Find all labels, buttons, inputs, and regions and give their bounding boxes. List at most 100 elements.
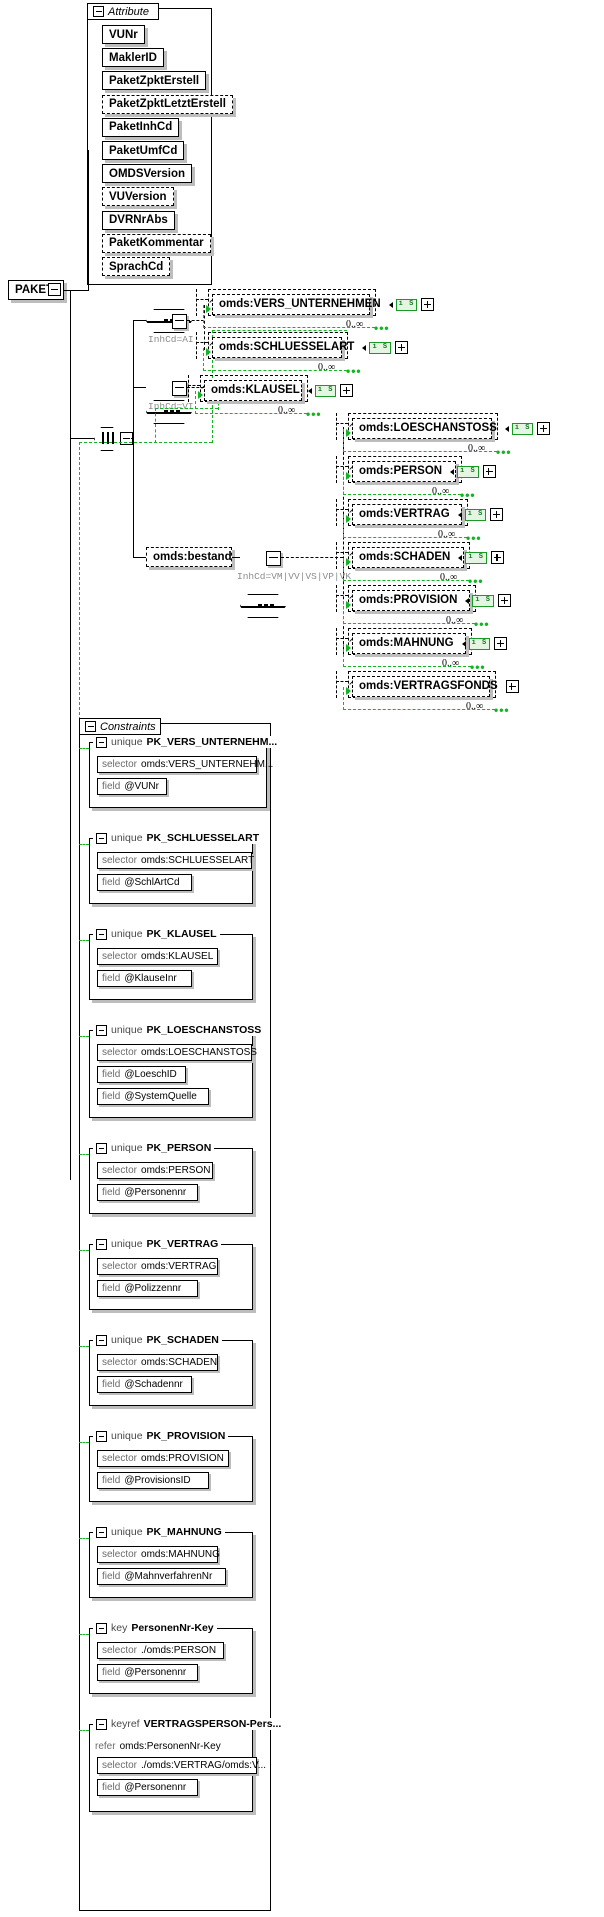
expand-icon[interactable] (395, 341, 409, 354)
collapse-icon[interactable] (96, 1238, 107, 1250)
element-ref-label: omds:LOESCHANSTOSS (359, 421, 497, 434)
collapse-icon[interactable] (96, 1024, 107, 1036)
attribute-paketumfcd[interactable]: PaketUmfCd (102, 141, 185, 160)
constraint-row-field[interactable]: field@LoeschID (97, 1066, 187, 1083)
choice-compositor[interactable] (94, 427, 120, 451)
expand-icon[interactable] (340, 384, 354, 397)
attribute-paketzpktletzterstell[interactable]: PaketZpktLetztErstell (102, 94, 233, 114)
expand-icon[interactable] (490, 551, 504, 564)
expand-icon[interactable] (490, 508, 504, 521)
constraint-row-key: field (102, 1187, 121, 1198)
type-badge: i S (369, 341, 392, 354)
type-badge: i S (472, 594, 495, 607)
sequence-compositor-bestand[interactable] (240, 594, 286, 618)
constraints-panel-header[interactable]: Constraints (79, 718, 161, 735)
constraint-row-field[interactable]: field@MahnverfahrenNr (97, 1568, 226, 1585)
collapse-icon[interactable] (96, 736, 107, 748)
expand-icon[interactable] (498, 594, 512, 607)
constraint-row-field[interactable]: field@Schadennr (97, 1376, 192, 1393)
green-route-arrow-icon (206, 348, 211, 356)
collapse-icon[interactable] (85, 721, 96, 732)
connector (188, 375, 189, 402)
collapse-icon[interactable] (96, 928, 107, 940)
expand-icon[interactable] (421, 298, 435, 311)
sequence-ai-collapse-icon[interactable] (172, 314, 187, 329)
sequence-vi-collapse-icon[interactable] (172, 381, 187, 396)
expand-icon[interactable] (537, 422, 551, 435)
constraint-kind: unique (111, 928, 143, 940)
constraint-row-selector[interactable]: selector./omds:PERSON (97, 1642, 224, 1659)
element-ref-omds-vertragsfonds[interactable]: omds:VERTRAGSFONDSi S (352, 676, 519, 697)
constraint-row-field[interactable]: field@Personennr (97, 1664, 198, 1681)
green-route (343, 601, 344, 624)
collapse-icon[interactable] (96, 1718, 107, 1730)
constraint-row-field[interactable]: field@VUNr (97, 778, 167, 795)
constraint-row-field[interactable]: field@Personennr (97, 1184, 198, 1201)
attribute-paketzpkterstell[interactable]: PaketZpktErstell (102, 71, 207, 91)
collapse-icon[interactable] (96, 1526, 107, 1538)
attribute-sprachcd[interactable]: SprachCd (102, 257, 171, 276)
attribute-paketkommentar[interactable]: PaketKommentar (102, 233, 211, 253)
constraint-row-value: @KlauseInr (124, 973, 177, 984)
attribute-paketinhcd[interactable]: PaketInhCd (102, 117, 180, 137)
expand-icon[interactable] (494, 637, 508, 650)
constraint-row-field[interactable]: field@SystemQuelle (97, 1088, 209, 1105)
constraint-row-field[interactable]: field@Personennr (97, 1779, 198, 1796)
constraint-row-selector[interactable]: selector./omds:VERTRAG/omds:V... (97, 1757, 266, 1774)
collapse-icon[interactable] (96, 1622, 107, 1634)
constraint-row-field[interactable]: field@Polizzennr (97, 1280, 198, 1297)
attribute-panel-header[interactable]: Attribute (87, 3, 159, 20)
connector (336, 595, 348, 596)
sequence-compositor-vi[interactable] (146, 400, 192, 424)
collapse-icon[interactable] (96, 1430, 107, 1442)
root-collapse-icon[interactable] (48, 283, 61, 296)
attribute-maklerid[interactable]: MaklerID (102, 48, 164, 68)
constraint-row-field[interactable]: field@ProvisionsID (97, 1472, 209, 1489)
constraint-row-field[interactable]: field@SchlArtCd (97, 874, 192, 891)
collapse-icon[interactable] (96, 832, 107, 844)
attribute-vuversion[interactable]: VUVersion (102, 187, 174, 207)
expand-icon[interactable] (505, 680, 519, 693)
attribute-vunr[interactable]: VUNr (102, 25, 145, 44)
collapse-icon[interactable] (96, 1142, 107, 1154)
collapse-icon[interactable] (96, 1334, 107, 1346)
refer-value: omds:PersonenNr-Key (119, 1741, 221, 1752)
element-omds-bestand[interactable]: omds:bestand (146, 547, 232, 567)
sequence-bestand-collapse-icon[interactable] (266, 551, 281, 566)
attribute-dvrnrabs[interactable]: DVRNrAbs (102, 210, 175, 230)
attribute-omdsversion[interactable]: OMDSVersion (102, 164, 193, 184)
expand-icon[interactable] (482, 465, 496, 478)
constraint-row-field[interactable]: field@KlauseInr (97, 970, 192, 987)
collapse-icon[interactable] (93, 6, 104, 17)
element-ref-label: omds:KLAUSEL (211, 383, 300, 396)
